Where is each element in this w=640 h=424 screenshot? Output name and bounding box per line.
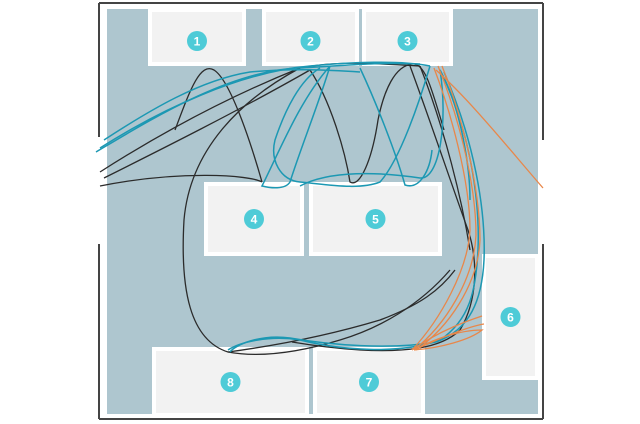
- trajectory-blue: [273, 65, 431, 188]
- trajectory-black: [174, 68, 263, 183]
- trajectory-orange: [413, 329, 484, 351]
- trajectory-black: [291, 65, 476, 352]
- station-badge: [359, 372, 379, 392]
- trajectories-orange: [411, 65, 544, 351]
- trajectory-blue: [439, 69, 471, 201]
- station-number: 8: [227, 376, 234, 390]
- trajectory-orange: [411, 67, 471, 351]
- trajectory-orange: [435, 69, 544, 189]
- station-badge: [220, 372, 241, 392]
- trajectory-black: [99, 174, 263, 187]
- station-number: 2: [307, 35, 314, 49]
- station-badge: [300, 31, 321, 51]
- station-6: 6: [482, 254, 539, 380]
- station-badge: [187, 31, 207, 51]
- trajectory-black: [103, 69, 311, 179]
- trajectory-blue: [359, 67, 433, 187]
- station-8: 8: [152, 347, 309, 417]
- station-number: 6: [507, 311, 514, 325]
- station-7: 7: [313, 347, 425, 417]
- trajectory-black: [182, 67, 451, 356]
- station-2: 2: [262, 8, 359, 66]
- station-number: 7: [366, 376, 373, 390]
- trajectory-orange: [413, 65, 477, 351]
- trajectory-blue: [229, 71, 485, 353]
- station-1: 1: [148, 8, 246, 66]
- station-badge: [365, 209, 386, 229]
- trajectory-black: [227, 269, 456, 353]
- station-number: 3: [404, 35, 411, 49]
- trajectory-orange: [411, 315, 483, 351]
- station-number: 4: [251, 213, 258, 227]
- trajectory-blue: [260, 65, 331, 189]
- trajectory-black: [309, 63, 445, 184]
- station-4: 4: [204, 182, 304, 256]
- station-badge: [244, 209, 264, 229]
- station-badge: [397, 31, 418, 51]
- stations: 1 2 3 4 5 6 7 8: [148, 8, 539, 417]
- trajectory-blue: [99, 61, 431, 149]
- station-badge: [500, 307, 521, 327]
- walls: [98, 2, 544, 420]
- station-3: 3: [362, 8, 453, 66]
- station-number: 1: [194, 35, 201, 49]
- station-5: 5: [309, 182, 442, 256]
- trajectory-blue: [299, 69, 444, 187]
- station-number: 5: [372, 213, 379, 227]
- trajectory-black: [419, 65, 471, 251]
- trajectory-orange: [415, 65, 481, 351]
